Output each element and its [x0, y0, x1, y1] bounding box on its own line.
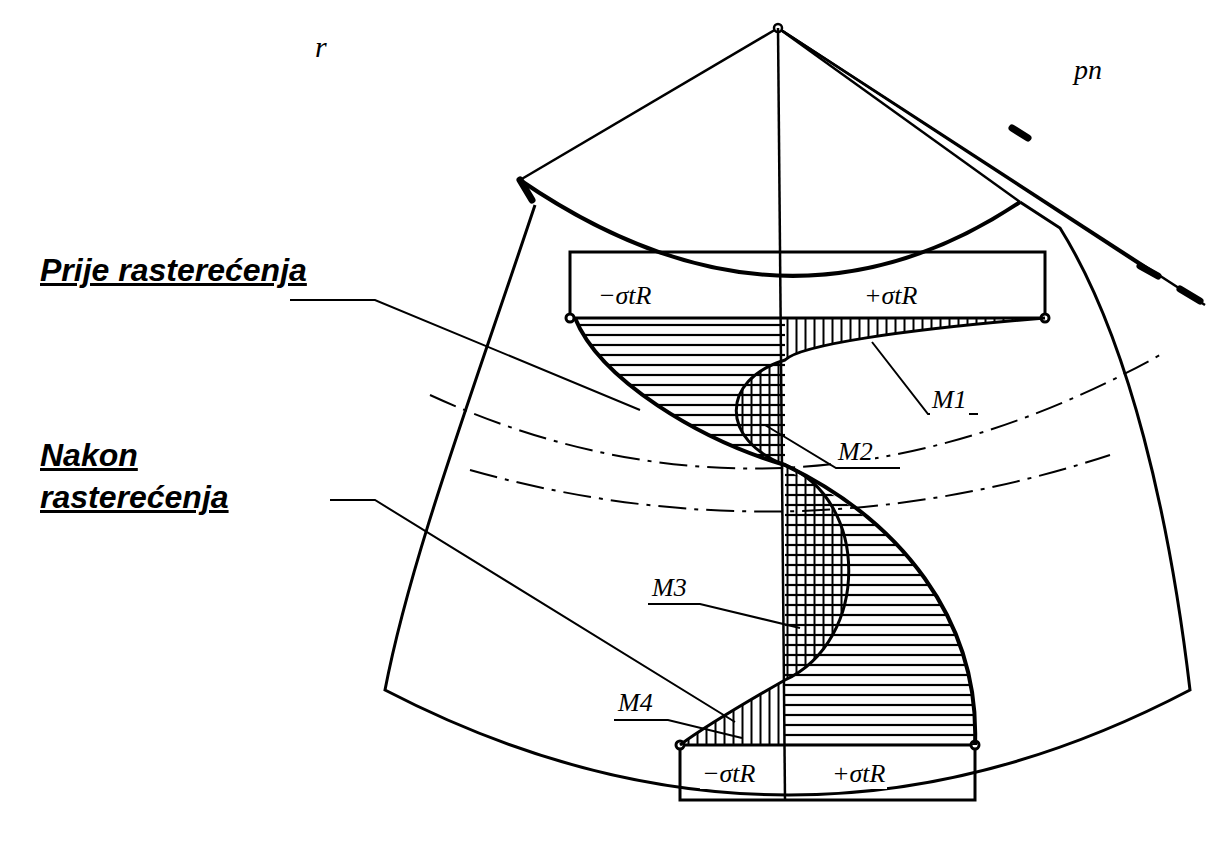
- stress-value: −σtR: [596, 282, 653, 311]
- central-axis: [778, 28, 785, 800]
- stress-blocks: [566, 252, 1049, 800]
- moment-label: M4: [616, 689, 655, 718]
- state-note: Prije rasterećenja: [40, 250, 320, 292]
- stress-value: +σtR: [862, 282, 919, 311]
- dimension-ticks: [520, 128, 1200, 301]
- radius-symbol: r: [313, 30, 329, 63]
- moment-label: M2: [836, 438, 875, 467]
- moment-label: M3: [650, 574, 689, 603]
- leader-lines: [290, 300, 978, 738]
- state-note: Nakon rasterećenja: [40, 435, 320, 518]
- beam-outline: [385, 202, 1190, 795]
- stress-after-hatch: [680, 318, 1045, 745]
- stress-before-hatch: [575, 318, 975, 745]
- top-arc: [520, 180, 1020, 276]
- stress-before-curve: [575, 318, 975, 745]
- radius-lines: [520, 24, 1205, 305]
- moment-label: M1: [930, 386, 969, 415]
- stress-after-curve: [680, 318, 1045, 745]
- stress-value: −σtR: [700, 760, 757, 789]
- pressure-symbol: pn: [1072, 55, 1104, 86]
- stress-value: +σtR: [830, 760, 887, 789]
